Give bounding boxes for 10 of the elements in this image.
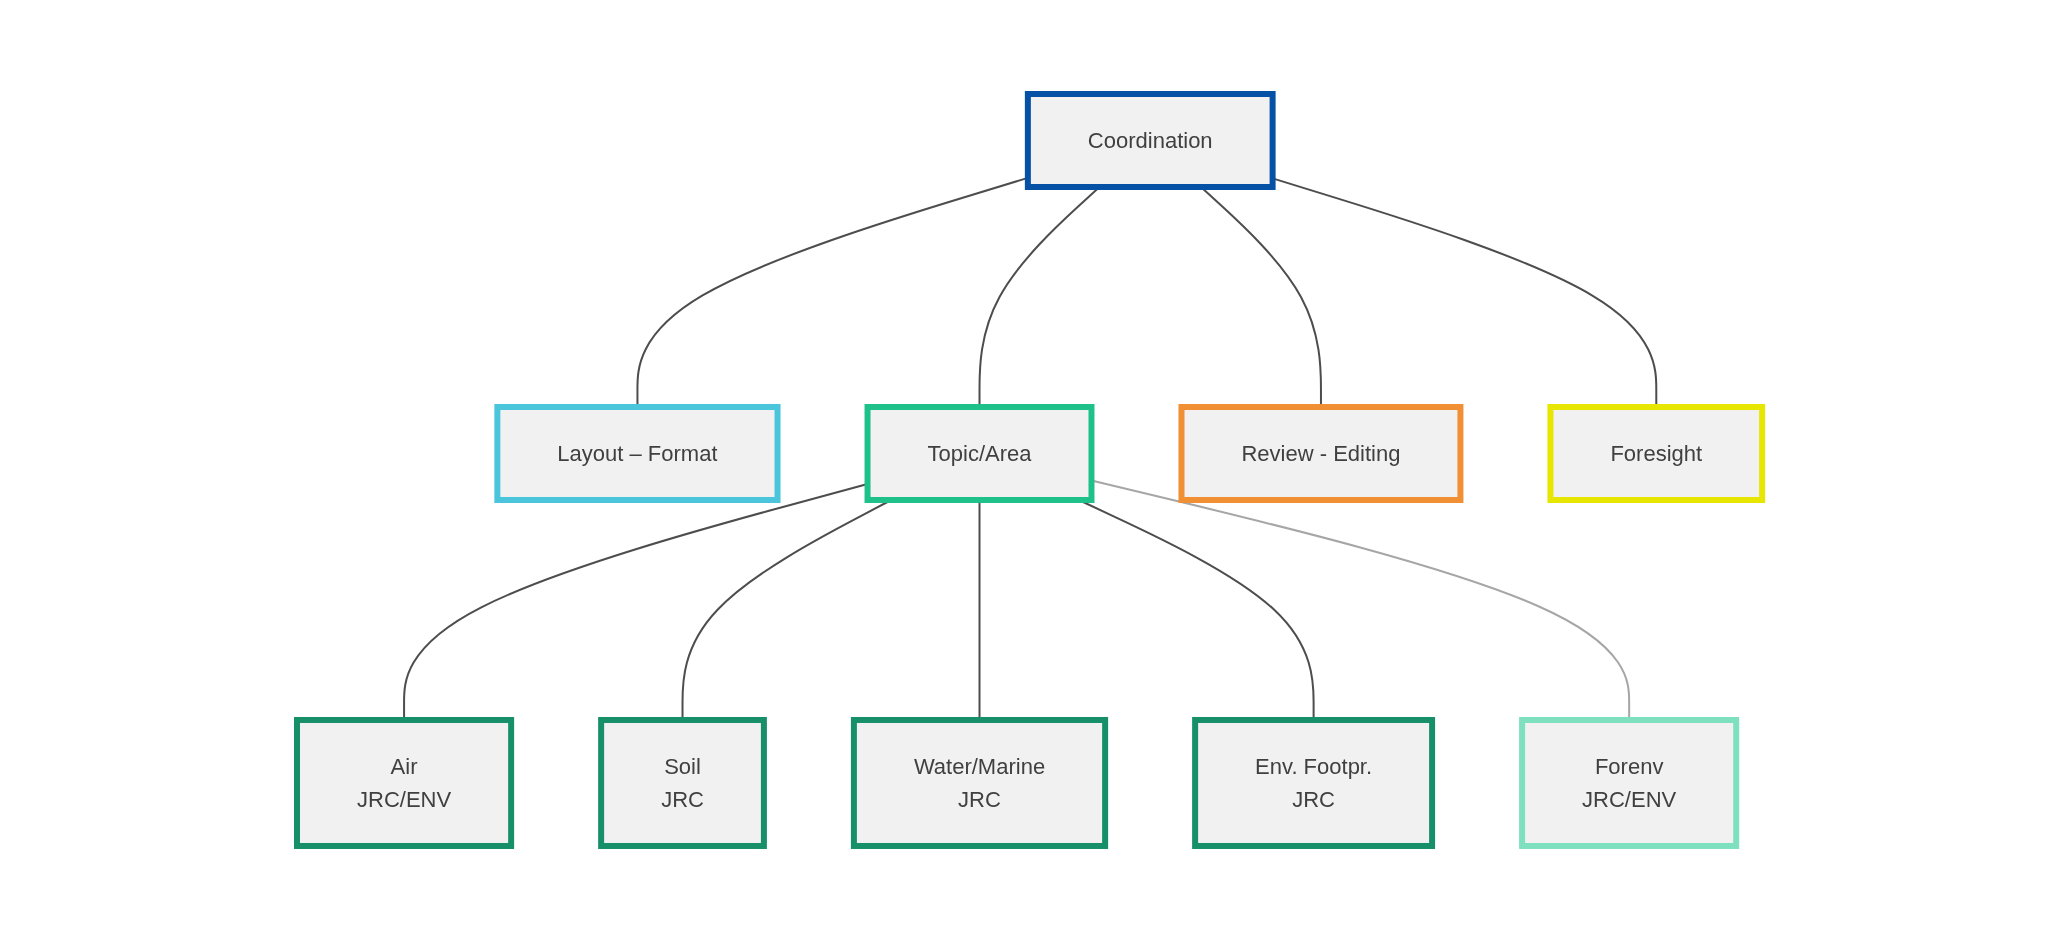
node-box: Air JRC/ENV [293, 717, 515, 849]
node-box: Foresight [1547, 404, 1766, 503]
node-box: Topic/Area [864, 404, 1095, 503]
node-box: Water/Marine JRC [850, 717, 1109, 849]
node-box: Review - Editing [1178, 404, 1464, 503]
node-box: Soil JRC [598, 717, 767, 849]
node-box: Coordination [1024, 91, 1276, 190]
node-box: Env. Footpr. JRC [1192, 717, 1435, 849]
node-box: Forenv JRC/ENV [1519, 717, 1740, 849]
node-box: Layout – Format [494, 404, 781, 503]
